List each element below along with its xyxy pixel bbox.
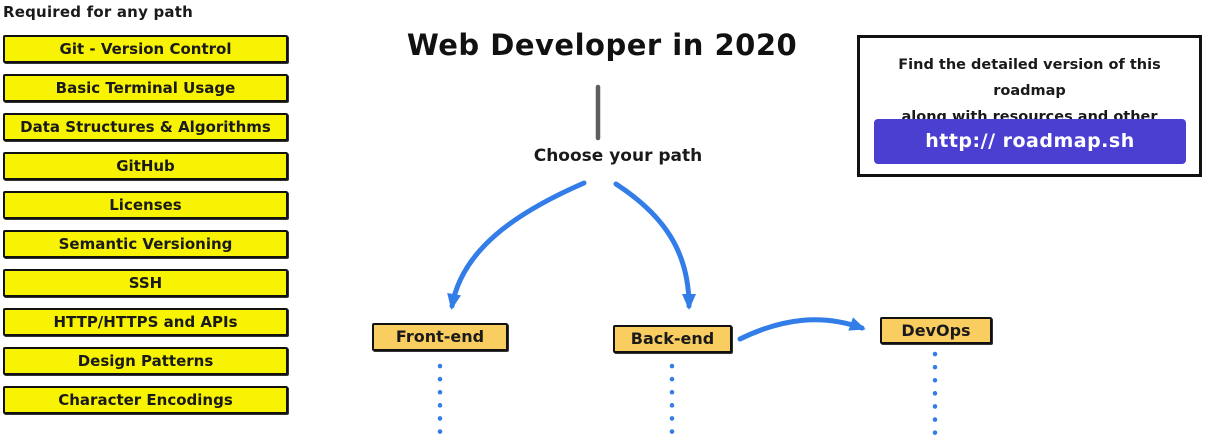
topic-box-semantic-versioning[interactable]: Semantic Versioning — [3, 230, 288, 258]
topic-box-http-https-and-apis[interactable]: HTTP/HTTPS and APIs — [3, 308, 288, 336]
topic-box-character-encodings[interactable]: Character Encodings — [3, 386, 288, 414]
topic-box-design-patterns[interactable]: Design Patterns — [3, 347, 288, 375]
topic-box-ssh[interactable]: SSH — [3, 269, 288, 297]
choose-your-path-label: Choose your path — [533, 146, 703, 166]
topic-box-basic-terminal-usage[interactable]: Basic Terminal Usage — [3, 74, 288, 102]
info-text-line1: Find the detailed version of this roadma… — [898, 57, 1161, 99]
arrow-to-devops — [737, 317, 866, 342]
topic-box-data-structures-algorithms[interactable]: Data Structures & Algorithms — [3, 113, 288, 141]
path-box-back-end[interactable]: Back-end — [613, 325, 732, 353]
topic-box-github[interactable]: GitHub — [3, 152, 288, 180]
roadmap-url-button[interactable]: http:// roadmap.sh — [874, 119, 1186, 164]
topic-box-git-version-control[interactable]: Git - Version Control — [3, 35, 288, 63]
page-title: Web Developer in 2020 — [406, 28, 798, 62]
required-path-heading: Required for any path — [3, 3, 193, 21]
arrow-to-front-end — [447, 180, 587, 310]
path-box-front-end[interactable]: Front-end — [372, 323, 508, 351]
topic-box-licenses[interactable]: Licenses — [3, 191, 288, 219]
arrow-to-back-end — [613, 181, 696, 310]
path-box-devops[interactable]: DevOps — [880, 317, 992, 344]
info-box: Find the detailed version of this roadma… — [857, 35, 1202, 177]
